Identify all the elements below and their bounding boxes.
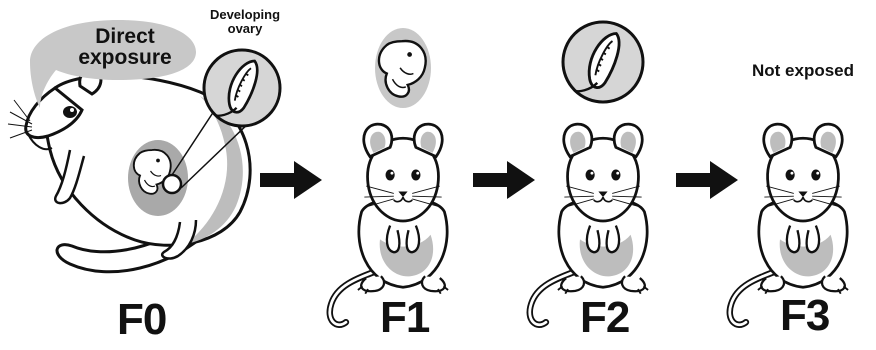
developing-ovary-line1: Developing [209,7,281,22]
direct-exposure-label: Direct exposure [70,26,180,68]
generation-label-f0: F0 [117,295,167,344]
generation-label-f2: F2 [580,293,630,342]
developing-ovary-line2: ovary [227,20,263,36]
generation-label-f3: F3 [780,291,830,340]
arrow-f0-to-f1 [260,161,322,199]
arrow-f2-to-f3 [676,161,738,199]
f2-ovary-bubble [561,20,645,104]
developing-ovary-zoom [202,48,282,128]
direct-exposure-line1: Direct [95,25,155,48]
generation-label-f1: F1 [380,293,430,342]
not-exposed-label: Not exposed [751,61,855,80]
developing-ovary-label: Developing ovary [200,8,290,35]
direct-exposure-line2: exposure [78,46,172,69]
f1-fetus-bubble [375,28,431,108]
f0-fetal-ovary-marker [161,173,183,195]
f0-mother-rat [7,69,253,274]
direct-exposure-bubble [30,20,196,108]
arrow-f1-to-f2 [473,161,535,199]
